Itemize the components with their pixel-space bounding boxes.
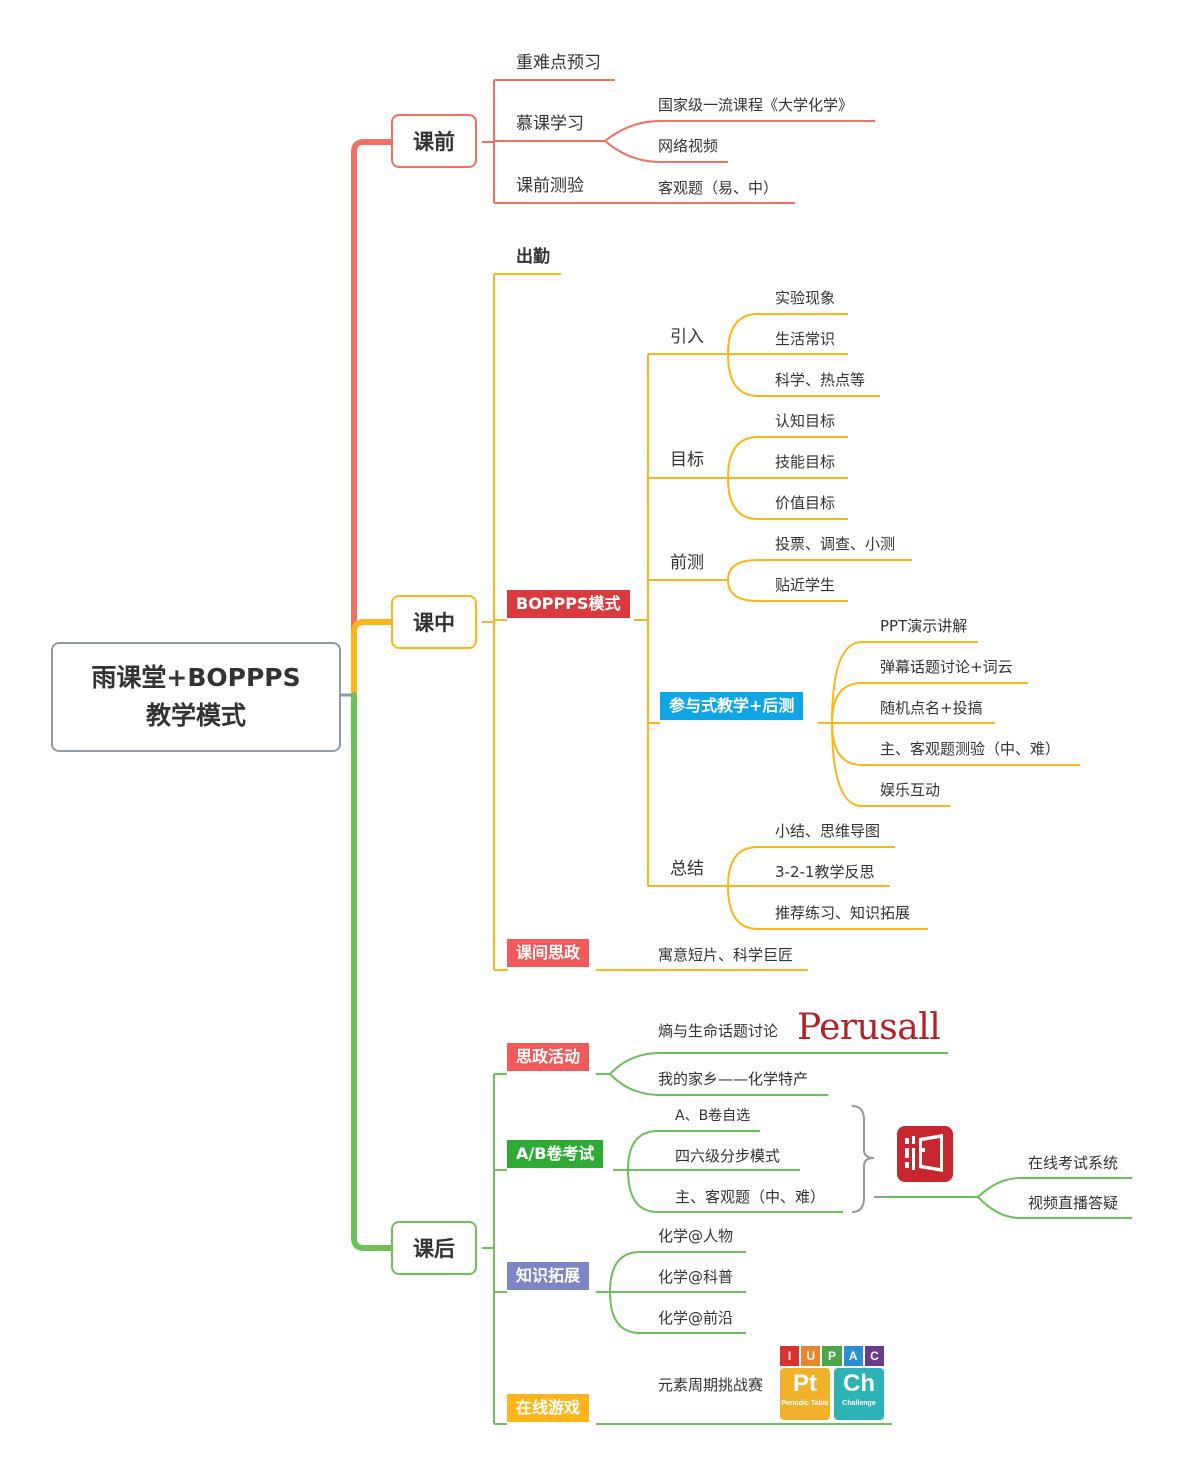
knowledge-item-2: 化学@科普 bbox=[658, 1268, 734, 1286]
participate-item-4: 主、客观题测验（中、难） bbox=[880, 740, 1061, 758]
abexam-item-3: 主、客观题（中、难） bbox=[675, 1188, 826, 1206]
pre-quiz-type: 客观题（易、中） bbox=[658, 179, 779, 197]
ab-brace bbox=[851, 1105, 875, 1213]
tag-game[interactable]: 在线游戏 bbox=[507, 1394, 590, 1422]
root-title-line1: 雨课堂+BOPPPS bbox=[91, 663, 301, 692]
node-post-class[interactable]: 课后 bbox=[391, 1221, 477, 1275]
pre-mooc: 慕课学习 bbox=[516, 114, 584, 134]
trunk-lines bbox=[338, 139, 394, 1251]
intro-item-2: 生活常识 bbox=[775, 330, 836, 348]
pre-quiz: 课前测验 bbox=[516, 176, 584, 196]
goal-item-3: 价值目标 bbox=[775, 494, 836, 512]
iupac-letter-row: I U P A C bbox=[780, 1346, 885, 1366]
participate-item-1: PPT演示讲解 bbox=[880, 617, 968, 635]
abexam-tool-1: 在线考试系统 bbox=[1028, 1154, 1119, 1172]
iupac-letter-c: C bbox=[864, 1346, 885, 1366]
intro-item-1: 实验现象 bbox=[775, 289, 836, 307]
iupac-letter-p: P bbox=[822, 1346, 842, 1366]
tile-ch: Ch Challenge bbox=[834, 1368, 884, 1420]
rain-classroom-logo bbox=[897, 1126, 953, 1182]
summary-item-2: 3-2-1教学反思 bbox=[775, 863, 875, 881]
bopps-intro: 引入 bbox=[670, 327, 704, 347]
node-in-class[interactable]: 课中 bbox=[391, 595, 477, 649]
activity-item-2: 我的家乡——化学特产 bbox=[658, 1070, 809, 1088]
iupac-periodic-challenge-logo: I U P A C Pt Periodic Table Ch Challenge bbox=[780, 1346, 885, 1420]
node-pre-class[interactable]: 课前 bbox=[391, 114, 477, 168]
post-branch-lines bbox=[482, 1052, 1132, 1425]
pre-branch-lines bbox=[482, 79, 875, 204]
tag-activity[interactable]: 思政活动 bbox=[507, 1043, 590, 1071]
tile-pt-caption: Periodic Table bbox=[781, 1400, 829, 1407]
summary-item-1: 小结、思维导图 bbox=[775, 822, 881, 840]
mid-branch-lines bbox=[482, 273, 1080, 971]
game-item: 元素周期挑战赛 bbox=[658, 1376, 764, 1394]
participate-item-3: 随机点名+投搞 bbox=[880, 699, 983, 717]
tile-ch-symbol: Ch bbox=[843, 1370, 875, 1397]
abexam-tool-2: 视频直播答疑 bbox=[1028, 1194, 1119, 1212]
iupac-letter-u: U bbox=[801, 1346, 821, 1366]
summary-item-3: 推荐练习、知识拓展 bbox=[775, 904, 911, 922]
abexam-item-1: A、B卷自选 bbox=[675, 1108, 751, 1124]
participate-item-2: 弹幕话题讨论+词云 bbox=[880, 658, 1013, 676]
rain-classroom-icon bbox=[905, 1134, 943, 1172]
bopps-summary: 总结 bbox=[670, 859, 704, 879]
pre-mooc-course: 国家级一流课程《大学化学》 bbox=[658, 96, 854, 114]
perusall-logo-text: Perusall bbox=[797, 1007, 941, 1048]
pre-mooc-video: 网络视频 bbox=[658, 137, 719, 155]
iupac-tiles: Pt Periodic Table Ch Challenge bbox=[780, 1368, 884, 1420]
tile-pt-symbol: Pt bbox=[793, 1370, 817, 1397]
pretest-item-1: 投票、调查、小测 bbox=[775, 535, 896, 553]
intro-item-3: 科学、热点等 bbox=[775, 371, 866, 389]
pretest-item-2: 贴近学生 bbox=[775, 576, 836, 594]
pre-preview: 重难点预习 bbox=[516, 53, 601, 73]
tag-knowledge[interactable]: 知识拓展 bbox=[507, 1262, 590, 1290]
tag-participate[interactable]: 参与式教学+后测 bbox=[660, 692, 804, 720]
activity-item-1: 熵与生命话题讨论 bbox=[658, 1022, 779, 1040]
abexam-item-2: 四六级分步模式 bbox=[675, 1147, 781, 1165]
tag-abexam[interactable]: A/B卷考试 bbox=[507, 1140, 604, 1168]
bopps-pretest: 前测 bbox=[670, 553, 704, 573]
root-title-line2: 教学模式 bbox=[145, 701, 246, 730]
sizheng-item: 寓意短片、科学巨匠 bbox=[658, 946, 794, 964]
goal-item-1: 认知目标 bbox=[775, 412, 836, 430]
knowledge-item-3: 化学@前沿 bbox=[658, 1309, 734, 1327]
mid-attendance: 出勤 bbox=[516, 247, 550, 267]
goal-item-2: 技能目标 bbox=[775, 453, 836, 471]
perusall-logo: Perusall bbox=[797, 1006, 941, 1050]
tag-bopps[interactable]: BOPPPS模式 bbox=[507, 590, 630, 618]
iupac-letter-a: A bbox=[843, 1346, 863, 1366]
tile-ch-caption: Challenge bbox=[842, 1400, 876, 1407]
root-node[interactable]: 雨课堂+BOPPPS 教学模式 bbox=[51, 642, 341, 752]
tag-sizheng[interactable]: 课间思政 bbox=[507, 939, 590, 967]
iupac-letter-i: I bbox=[780, 1346, 800, 1366]
participate-item-5: 娱乐互动 bbox=[880, 781, 941, 799]
bopps-goal: 目标 bbox=[670, 450, 704, 470]
tile-pt: Pt Periodic Table bbox=[780, 1368, 830, 1420]
knowledge-item-1: 化学@人物 bbox=[658, 1227, 734, 1245]
